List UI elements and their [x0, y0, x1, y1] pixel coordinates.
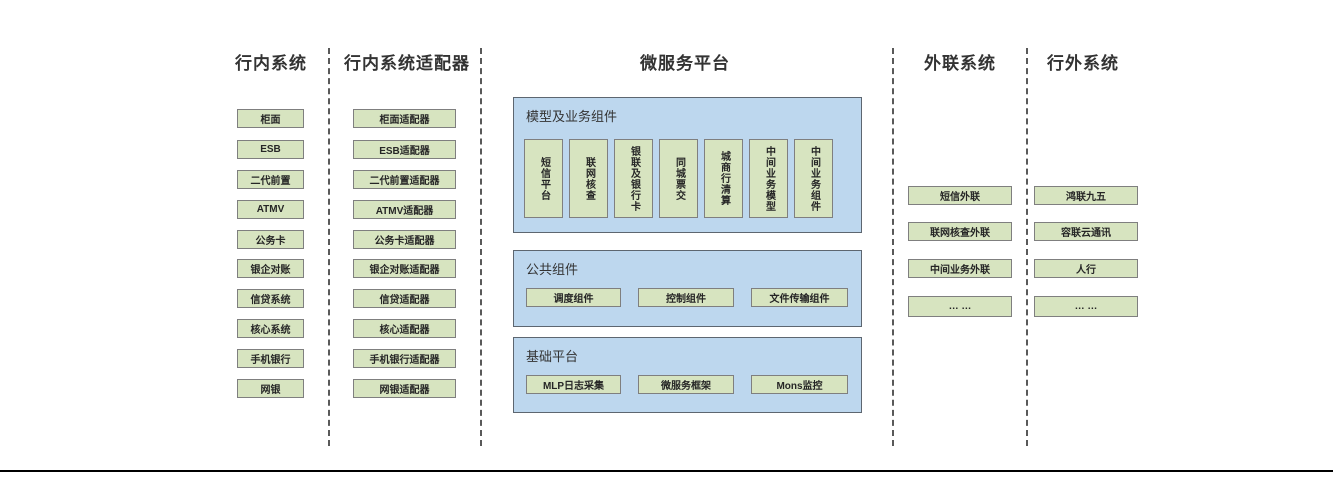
divider-line-1	[328, 48, 330, 446]
component-box-city-bank-clearing: 城商行清算	[704, 139, 743, 218]
system-box-esb: ESB	[237, 140, 304, 159]
outreach-box-network-check: 联网核查外联	[908, 222, 1012, 241]
panel-title-model-business: 模型及业务组件	[526, 109, 618, 124]
panel-title-common-components: 公共组件	[526, 262, 579, 277]
panel-base-platform: 基础平台 MLP日志采集 微服务框架 Mons监控	[513, 337, 862, 413]
system-box-guimian: 柜面	[237, 109, 304, 128]
component-box-network-check: 联网核查	[569, 139, 608, 218]
adapter-box-wangyin: 网银适配器	[353, 379, 456, 398]
panel-model-business-components: 模型及业务组件 短信平台 联网核查 银联及银行卡 同城票交 城商行清算 中间业务…	[513, 97, 862, 233]
bottom-border-line	[0, 470, 1333, 472]
component-box-mons-monitoring: Mons监控	[751, 375, 848, 394]
adapter-box-xindai: 信贷适配器	[353, 289, 456, 308]
component-box-city-bill-exchange: 同城票交	[659, 139, 698, 218]
component-box-intermediate-business-component: 中间业务组件	[794, 139, 833, 218]
system-box-wangyin: 网银	[237, 379, 304, 398]
component-box-mlp-log-collection: MLP日志采集	[526, 375, 621, 394]
system-box-yinqi-duizhang: 银企对账	[237, 259, 304, 278]
outreach-box-ellipsis: … …	[908, 296, 1012, 317]
component-box-scheduler: 调度组件	[526, 288, 621, 307]
adapter-box-shouji-yinhang: 手机银行适配器	[353, 349, 456, 368]
component-box-intermediate-business-model: 中间业务模型	[749, 139, 788, 218]
system-box-atmv: ATMV	[237, 200, 304, 219]
external-box-honglian-jiuwu: 鸿联九五	[1034, 186, 1138, 205]
adapter-box-erdai-qianzhi: 二代前置适配器	[353, 170, 456, 189]
adapter-box-hexin: 核心适配器	[353, 319, 456, 338]
component-box-microservice-framework: 微服务框架	[638, 375, 734, 394]
divider-line-4	[1026, 48, 1028, 446]
adapter-box-yinqi-duizhang: 银企对账适配器	[353, 259, 456, 278]
outreach-box-intermediate-business: 中间业务外联	[908, 259, 1012, 278]
divider-line-2	[480, 48, 482, 446]
external-box-ellipsis: … …	[1034, 296, 1138, 317]
column-header-microservice-platform: 微服务平台	[640, 54, 730, 73]
system-box-hexin: 核心系统	[237, 319, 304, 338]
system-box-erdai-qianzhi: 二代前置	[237, 170, 304, 189]
system-box-gongwuka: 公务卡	[237, 230, 304, 249]
component-box-file-transfer: 文件传输组件	[751, 288, 848, 307]
panel-title-base-platform: 基础平台	[526, 349, 579, 364]
outreach-box-sms: 短信外联	[908, 186, 1012, 205]
system-box-shouji-yinhang: 手机银行	[237, 349, 304, 368]
adapter-box-guimian: 柜面适配器	[353, 109, 456, 128]
external-box-pboc: 人行	[1034, 259, 1138, 278]
component-box-control: 控制组件	[638, 288, 734, 307]
component-box-unionpay-bankcard: 银联及银行卡	[614, 139, 653, 218]
column-header-internal-systems: 行内系统	[235, 54, 307, 73]
adapter-box-gongwuka: 公务卡适配器	[353, 230, 456, 249]
external-box-ronglian-cloud: 容联云通讯	[1034, 222, 1138, 241]
adapter-box-esb: ESB适配器	[353, 140, 456, 159]
panel-common-components: 公共组件 调度组件 控制组件 文件传输组件	[513, 250, 862, 327]
column-header-outreach-systems: 外联系统	[924, 54, 996, 73]
column-header-internal-adapters: 行内系统适配器	[344, 54, 470, 73]
system-box-xindai: 信贷系统	[237, 289, 304, 308]
divider-line-3	[892, 48, 894, 446]
component-box-sms-platform: 短信平台	[524, 139, 563, 218]
column-header-external-systems: 行外系统	[1047, 54, 1119, 73]
adapter-box-atmv: ATMV适配器	[353, 200, 456, 219]
